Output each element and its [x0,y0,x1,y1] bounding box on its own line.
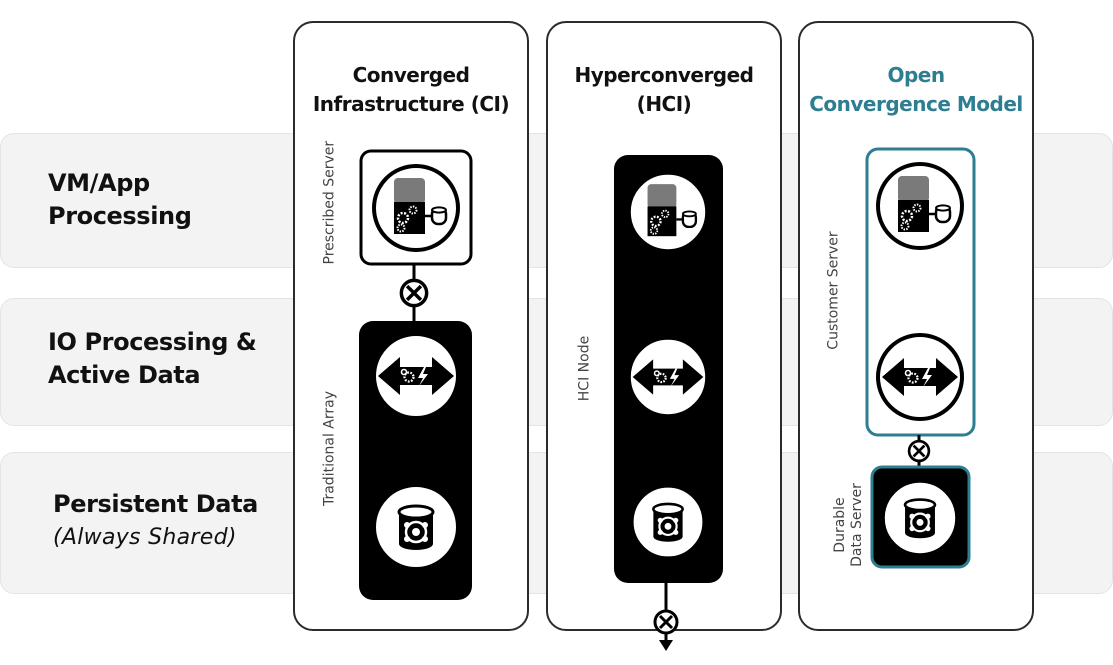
io-processing-icon [627,336,709,418]
column-title-hci: Hyperconverged (HCI) [574,63,754,116]
row-label-io: IO Processing & Active Data [48,326,257,392]
column-title-open: Open Convergence Model [809,63,1023,116]
row-label-persistent: Persistent Data (Always Shared) [53,488,258,554]
row-label-line: IO Processing & [48,328,257,356]
storage-disk-icon [881,479,959,557]
server-compute-icon [372,164,460,252]
connector-x-icon [653,609,679,635]
row-label-line: Processing [48,202,192,230]
row-label-subtitle: (Always Shared) [53,525,237,550]
io-processing-icon [876,333,964,421]
server-compute-icon [876,162,964,250]
connector-x-icon [399,278,429,308]
storage-disk-icon [630,484,706,560]
row-label-vm-app: VM/App Processing [48,167,192,233]
column-title-ci: Converged Infrastructure (CI) [312,63,510,116]
server-compute-icon [627,171,709,253]
label-hci-node: HCI Node [576,335,593,402]
connector-x-icon [907,439,931,463]
label-customer-server: Customer Server [825,231,842,350]
label-prescribed-server: Prescribed Server [321,140,338,265]
row-label-line: Persistent Data [53,490,258,518]
row-label-line: Active Data [48,361,201,389]
io-processing-icon [372,332,460,420]
arrow-down-icon [659,640,673,651]
label-traditional-array: Traditional Array [321,390,338,507]
storage-disk-icon [372,483,460,571]
label-durable-data-server: Durable Data Server [832,483,865,567]
row-label-line: VM/App [48,169,150,197]
